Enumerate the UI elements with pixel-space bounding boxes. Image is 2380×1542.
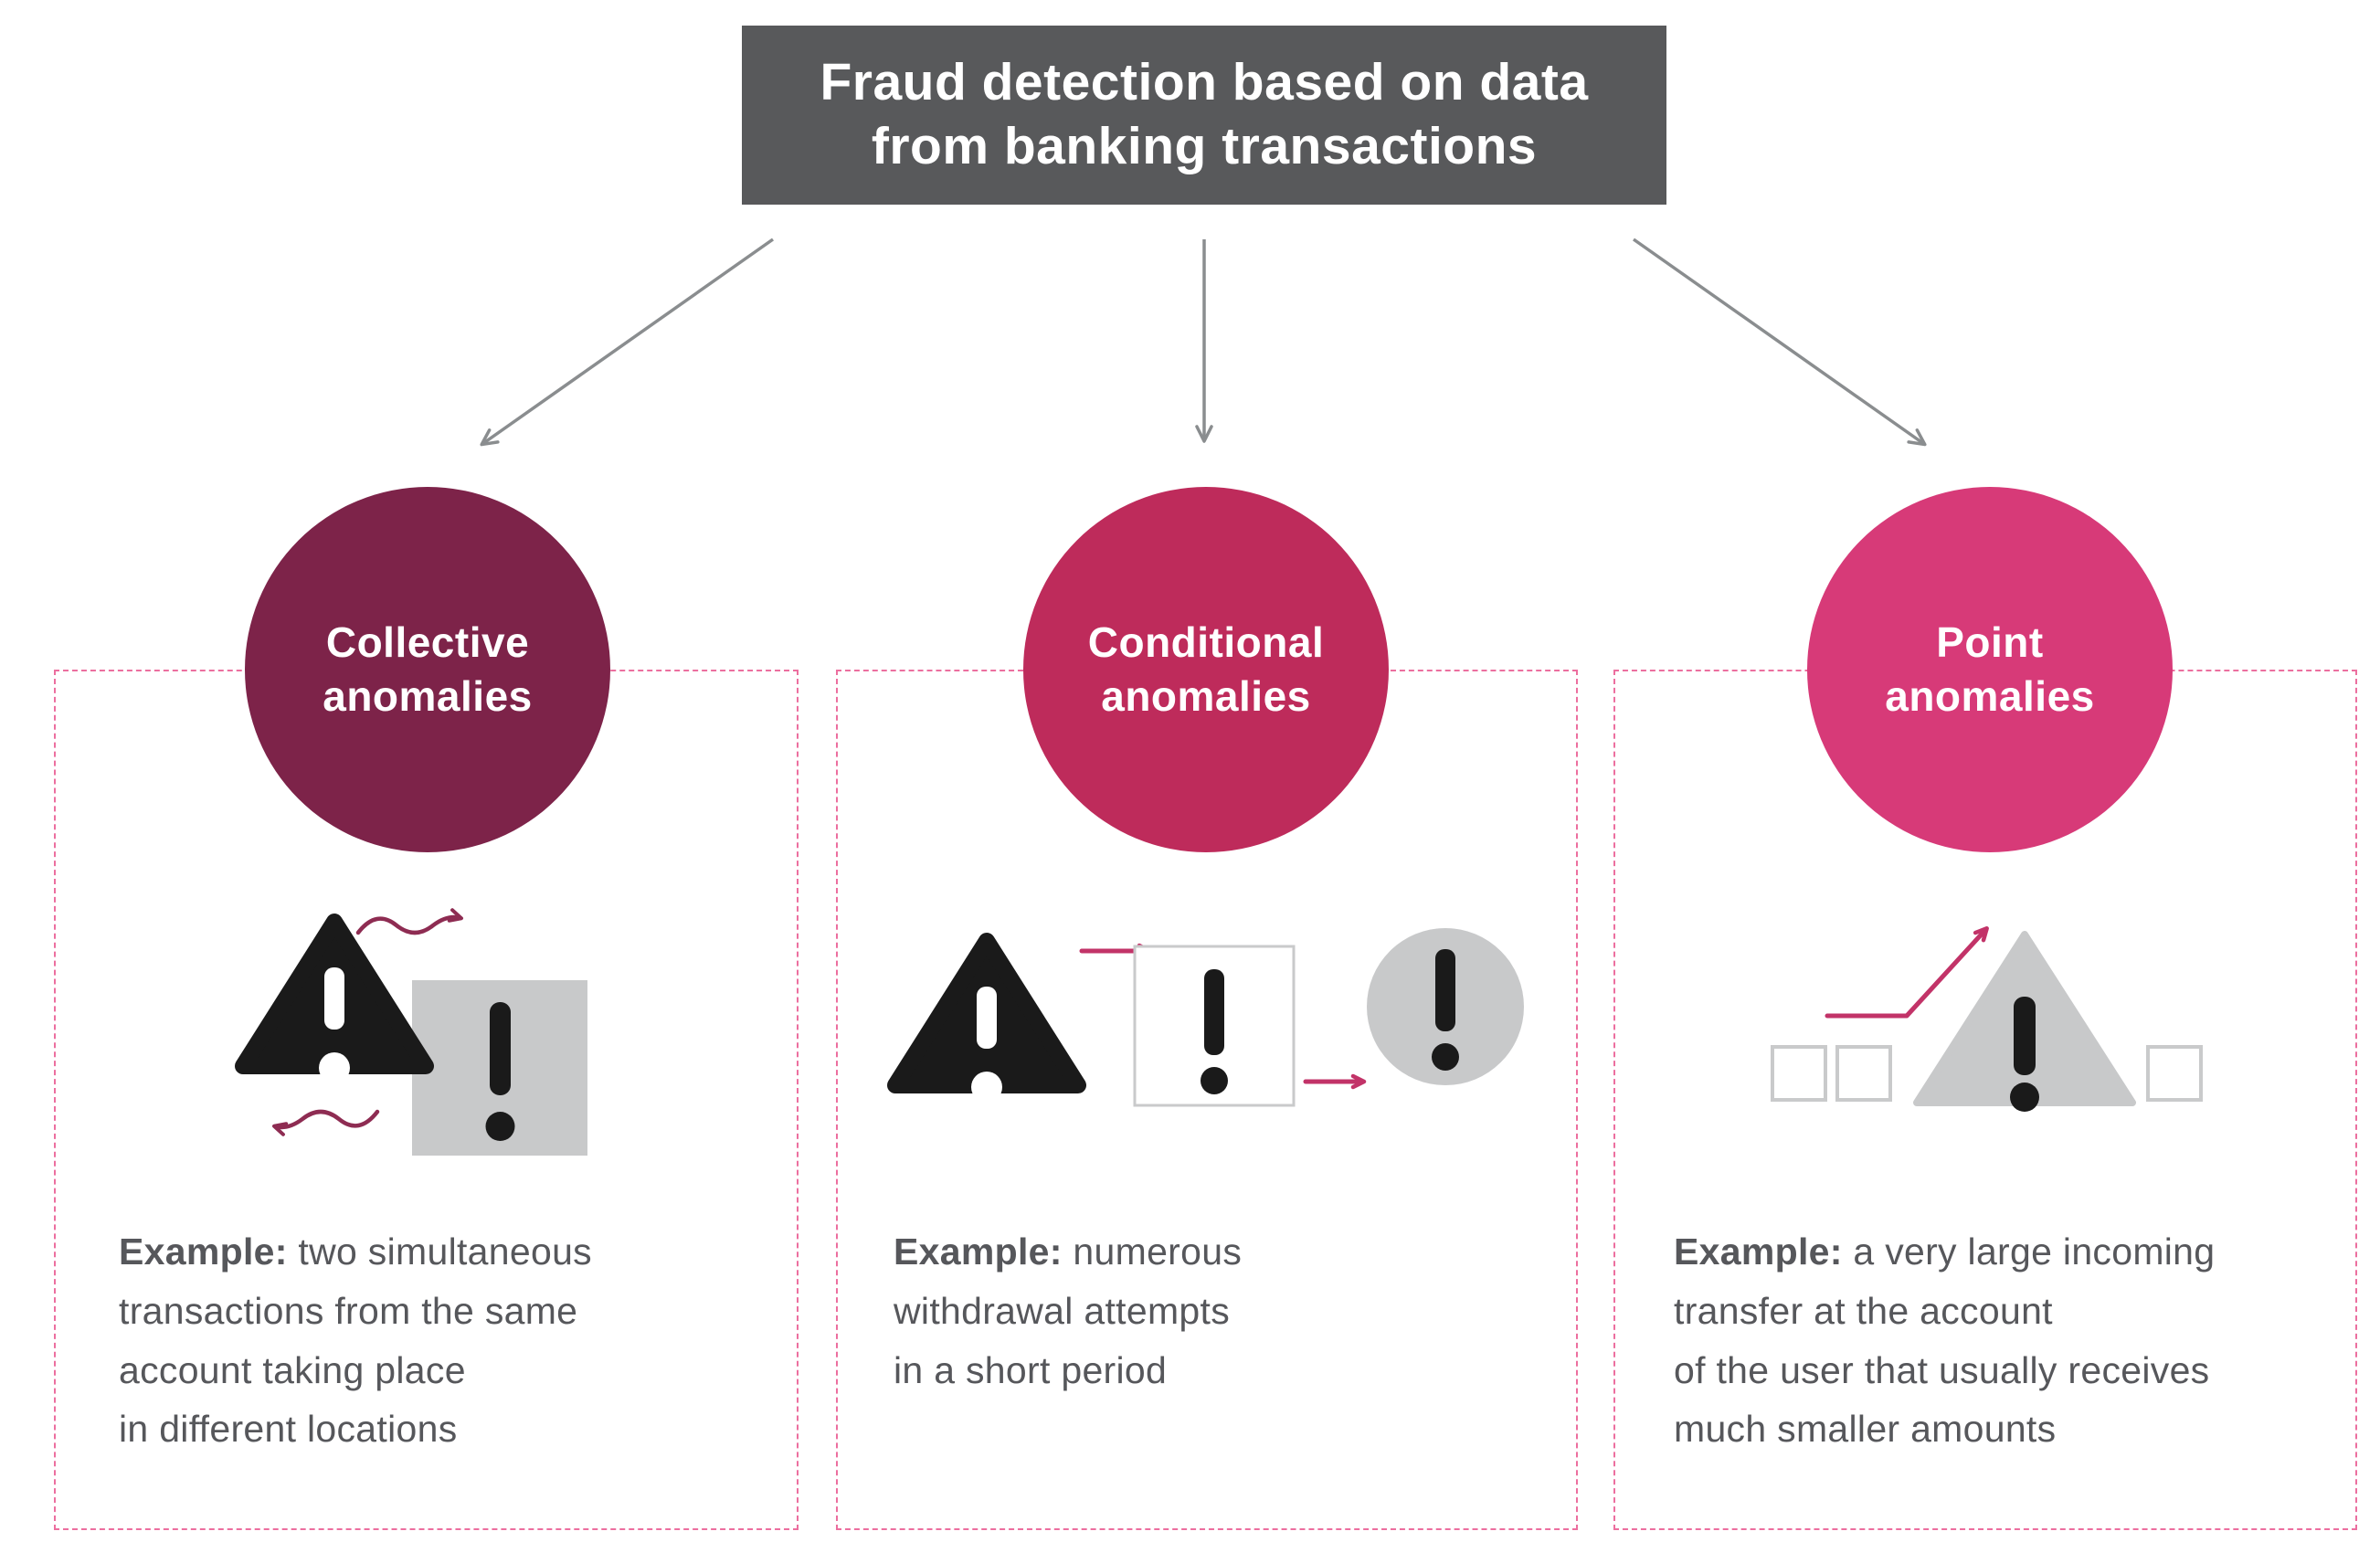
gray-square-exclamation-icon (412, 980, 587, 1156)
diagram-title: Fraud detection based on data from banki… (742, 26, 1666, 205)
wavy-arrow-left-icon (272, 1109, 380, 1136)
outlined-square-exclamation-icon (1133, 945, 1296, 1107)
gray-triangle-exclamation-icon (1913, 931, 2136, 1112)
wavy-arrow-right-icon (355, 908, 463, 935)
small-square-icon (2146, 1045, 2203, 1102)
category-circle-conditional: Conditional anomalies (1023, 487, 1389, 852)
warning-triangle-icon (887, 933, 1086, 1103)
example-body: two simultaneous transactions from the s… (119, 1230, 592, 1451)
example-text-conditional: Example: numerous withdrawal attempts in… (894, 1222, 1478, 1399)
small-square-icon (1771, 1045, 1827, 1102)
gray-circle-exclamation-icon (1367, 928, 1524, 1085)
collective-anomalies-illustration (235, 908, 587, 1156)
example-body: a very large incoming transfer at the ac… (1674, 1230, 2216, 1451)
example-body: numerous withdrawal attempts in a short … (894, 1230, 1243, 1391)
bent-arrow-up-icon (1825, 926, 1989, 1019)
example-label: Example: (119, 1230, 288, 1273)
example-label: Example: (1674, 1230, 1843, 1273)
example-text-collective: Example: two simultaneous transactions f… (119, 1222, 722, 1459)
example-label: Example: (894, 1230, 1063, 1273)
category-circle-point: Point anomalies (1807, 487, 2173, 852)
example-text-point: Example: a very large incoming transfer … (1674, 1222, 2322, 1459)
small-square-icon (1835, 1045, 1892, 1102)
conditional-anomalies-illustration (887, 928, 1524, 1107)
warning-triangle-icon (235, 914, 434, 1083)
connector-arrow-left (480, 238, 775, 447)
connector-arrow-right (1632, 238, 1927, 447)
category-circle-collective: Collective anomalies (245, 487, 610, 852)
point-anomalies-illustration (1771, 926, 2203, 1112)
